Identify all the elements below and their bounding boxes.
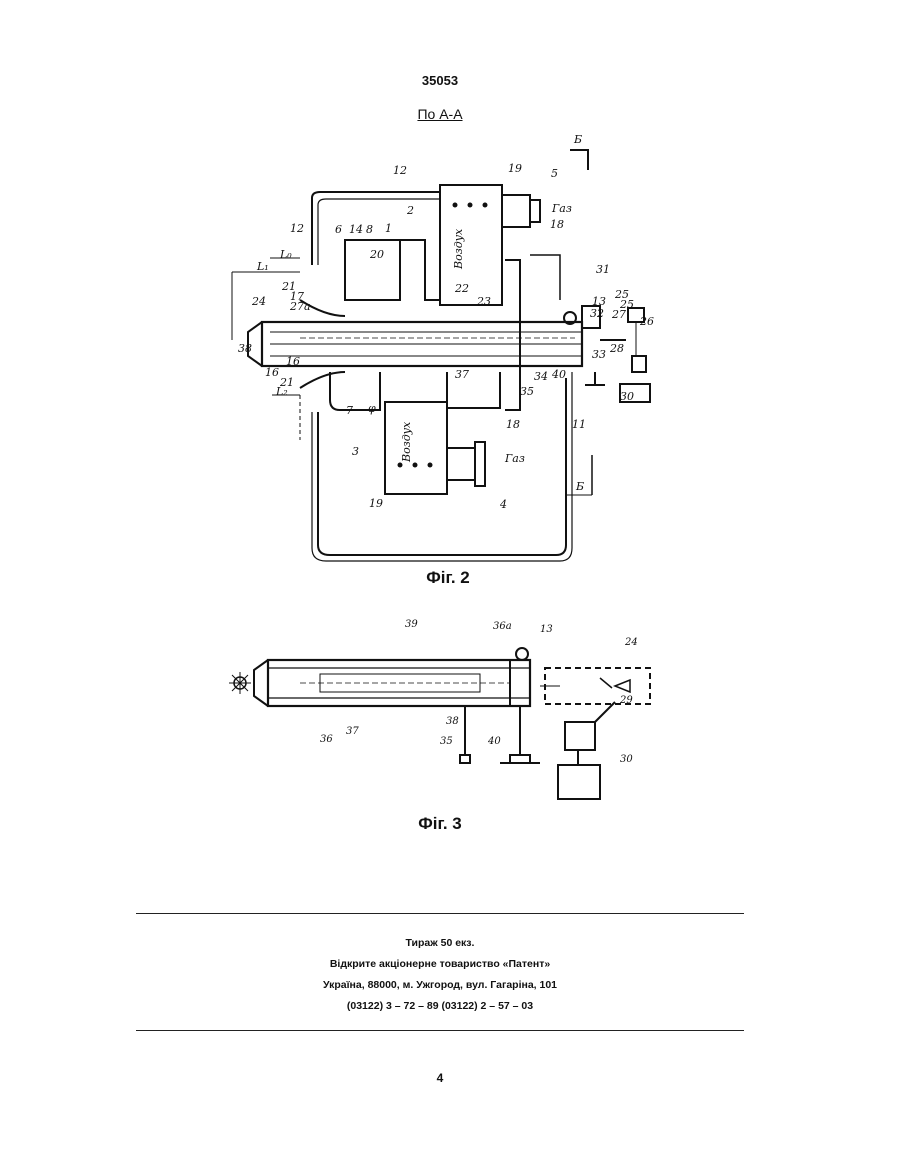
callout: 28 bbox=[609, 342, 624, 355]
callout: 39 bbox=[405, 619, 418, 630]
callout: 38 bbox=[238, 342, 252, 355]
callout: 19 bbox=[508, 162, 522, 175]
callout: 2 bbox=[406, 204, 414, 217]
gas-label-top: Газ bbox=[551, 202, 572, 215]
callout: 16 bbox=[286, 355, 300, 368]
figure-3-drawing: 39 36a 13 24 29 36 37 38 35 40 30 bbox=[0, 610, 900, 810]
footer-address: Україна, 88000, м. Ужгород, вул. Гагарін… bbox=[0, 979, 880, 991]
callout: 40 bbox=[551, 368, 566, 381]
figure-3-caption: Фіг. 3 bbox=[380, 814, 500, 834]
callout: 32 bbox=[590, 307, 604, 320]
callout: 35 bbox=[440, 736, 453, 747]
footer-publisher: Відкрите акціонерне товариство «Патент» bbox=[0, 958, 880, 970]
callout: 20 bbox=[369, 248, 384, 261]
callout: 24 bbox=[624, 637, 638, 648]
callout: 21 bbox=[279, 376, 294, 389]
footer-rule-bottom bbox=[136, 1030, 744, 1031]
figure-2-caption: Фіг. 2 bbox=[388, 568, 508, 588]
air-label-top: Воздух bbox=[452, 228, 465, 270]
callout: 11 bbox=[572, 418, 586, 431]
gas-label-bottom: Газ bbox=[504, 452, 525, 465]
callout: 18 bbox=[550, 218, 564, 231]
callout: 16 bbox=[265, 366, 279, 379]
callout: 1 bbox=[385, 222, 392, 235]
callout: Б bbox=[575, 480, 584, 493]
callout: 26 bbox=[639, 315, 654, 328]
callout: 14 bbox=[349, 223, 363, 236]
footer-circulation: Тираж 50 екз. bbox=[0, 937, 880, 949]
callout: 8 bbox=[366, 223, 373, 236]
section-mark: Б bbox=[573, 133, 582, 146]
callout: 36 bbox=[320, 734, 333, 745]
callout: 5 bbox=[551, 167, 558, 180]
callout: 36a bbox=[493, 621, 512, 632]
callout: 35 bbox=[520, 385, 534, 398]
callout: 31 bbox=[596, 263, 610, 276]
callout: 30 bbox=[620, 754, 633, 765]
callout: 13 bbox=[540, 624, 553, 635]
callout: 6 bbox=[335, 223, 342, 236]
dim-phi: φ bbox=[368, 402, 376, 415]
callout: 40 bbox=[487, 736, 501, 747]
callout: 30 bbox=[620, 390, 634, 403]
callout: 18 bbox=[506, 418, 520, 431]
dim-l1: L₁ bbox=[256, 260, 269, 273]
callout: 19 bbox=[369, 497, 383, 510]
callout: 27a bbox=[289, 300, 311, 313]
footer-phones: (03122) 3 – 72 – 89 (03122) 2 – 57 – 03 bbox=[0, 1000, 880, 1012]
callout: 37 bbox=[455, 368, 469, 381]
callout: 7 bbox=[346, 404, 353, 417]
callout: 22 bbox=[454, 282, 469, 295]
callout: 23 bbox=[476, 295, 491, 308]
footer-rule-top bbox=[136, 913, 744, 914]
air-label-bottom: Воздух bbox=[400, 421, 413, 463]
callout: 29 bbox=[619, 695, 633, 706]
figure-2-words: Воздух Воздух Газ Газ Б L₀ L₁ L₂ φ bbox=[256, 133, 582, 465]
dim-l0: L₀ bbox=[279, 248, 292, 261]
callout: 3 bbox=[352, 445, 359, 458]
callout: 24 bbox=[251, 295, 266, 308]
callout: 37 bbox=[346, 726, 359, 737]
callout: 12 bbox=[290, 222, 304, 235]
callout: 25 bbox=[619, 298, 634, 311]
callout: 34 bbox=[534, 370, 548, 383]
page-number: 4 bbox=[0, 1071, 880, 1085]
callout: 33 bbox=[592, 348, 606, 361]
figure-2-drawing: Воздух Воздух Газ Газ Б L₀ L₁ L₂ φ 12 12… bbox=[0, 0, 900, 600]
callout: 12 bbox=[393, 164, 407, 177]
callout: 38 bbox=[446, 716, 459, 727]
callout: 4 bbox=[499, 498, 507, 511]
